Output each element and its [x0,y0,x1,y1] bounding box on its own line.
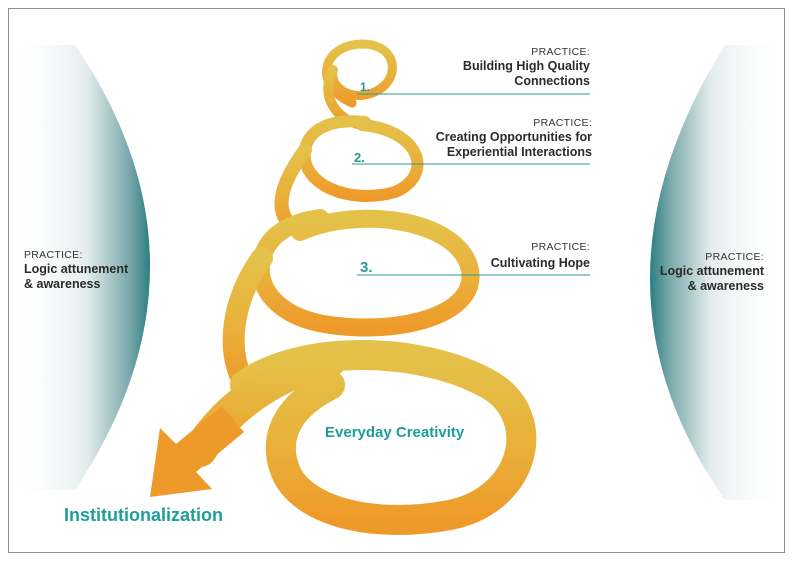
right-lens-shape [650,45,784,500]
step-2-number: 2. [354,150,365,165]
everyday-creativity-label: Everyday Creativity [325,424,465,441]
step-1-title-line1: Building High Quality [462,59,590,73]
step-1-practice-label: PRACTICE: [531,46,590,58]
left-lens-shape [10,45,150,490]
left-practice-title-line2: & awareness [24,277,101,291]
spiral-shape [183,39,537,535]
right-practice-title-line2: & awareness [687,279,764,293]
left-practice-title-line1: Logic attunement [24,262,129,276]
right-practice-title-line1: Logic attunement [659,264,764,278]
step-2-title-line1: Creating Opportunities for [435,130,592,144]
arrowhead-shape [150,406,244,497]
step-1-number: 1. [360,80,371,94]
institutionalization-label: Institutionalization [64,505,223,525]
step-3-number: 3. [360,259,373,276]
step-1-title-line2: Connections [514,74,590,88]
step-2-practice-label: PRACTICE: [533,117,592,129]
left-practice-label: PRACTICE: [24,249,83,261]
step-2-title-line2: Experiential Interactions [446,145,592,159]
right-practice-label: PRACTICE: [705,251,764,263]
step-3-title-line1: Cultivating Hope [490,256,590,270]
step-3-practice-label: PRACTICE: [531,241,590,253]
